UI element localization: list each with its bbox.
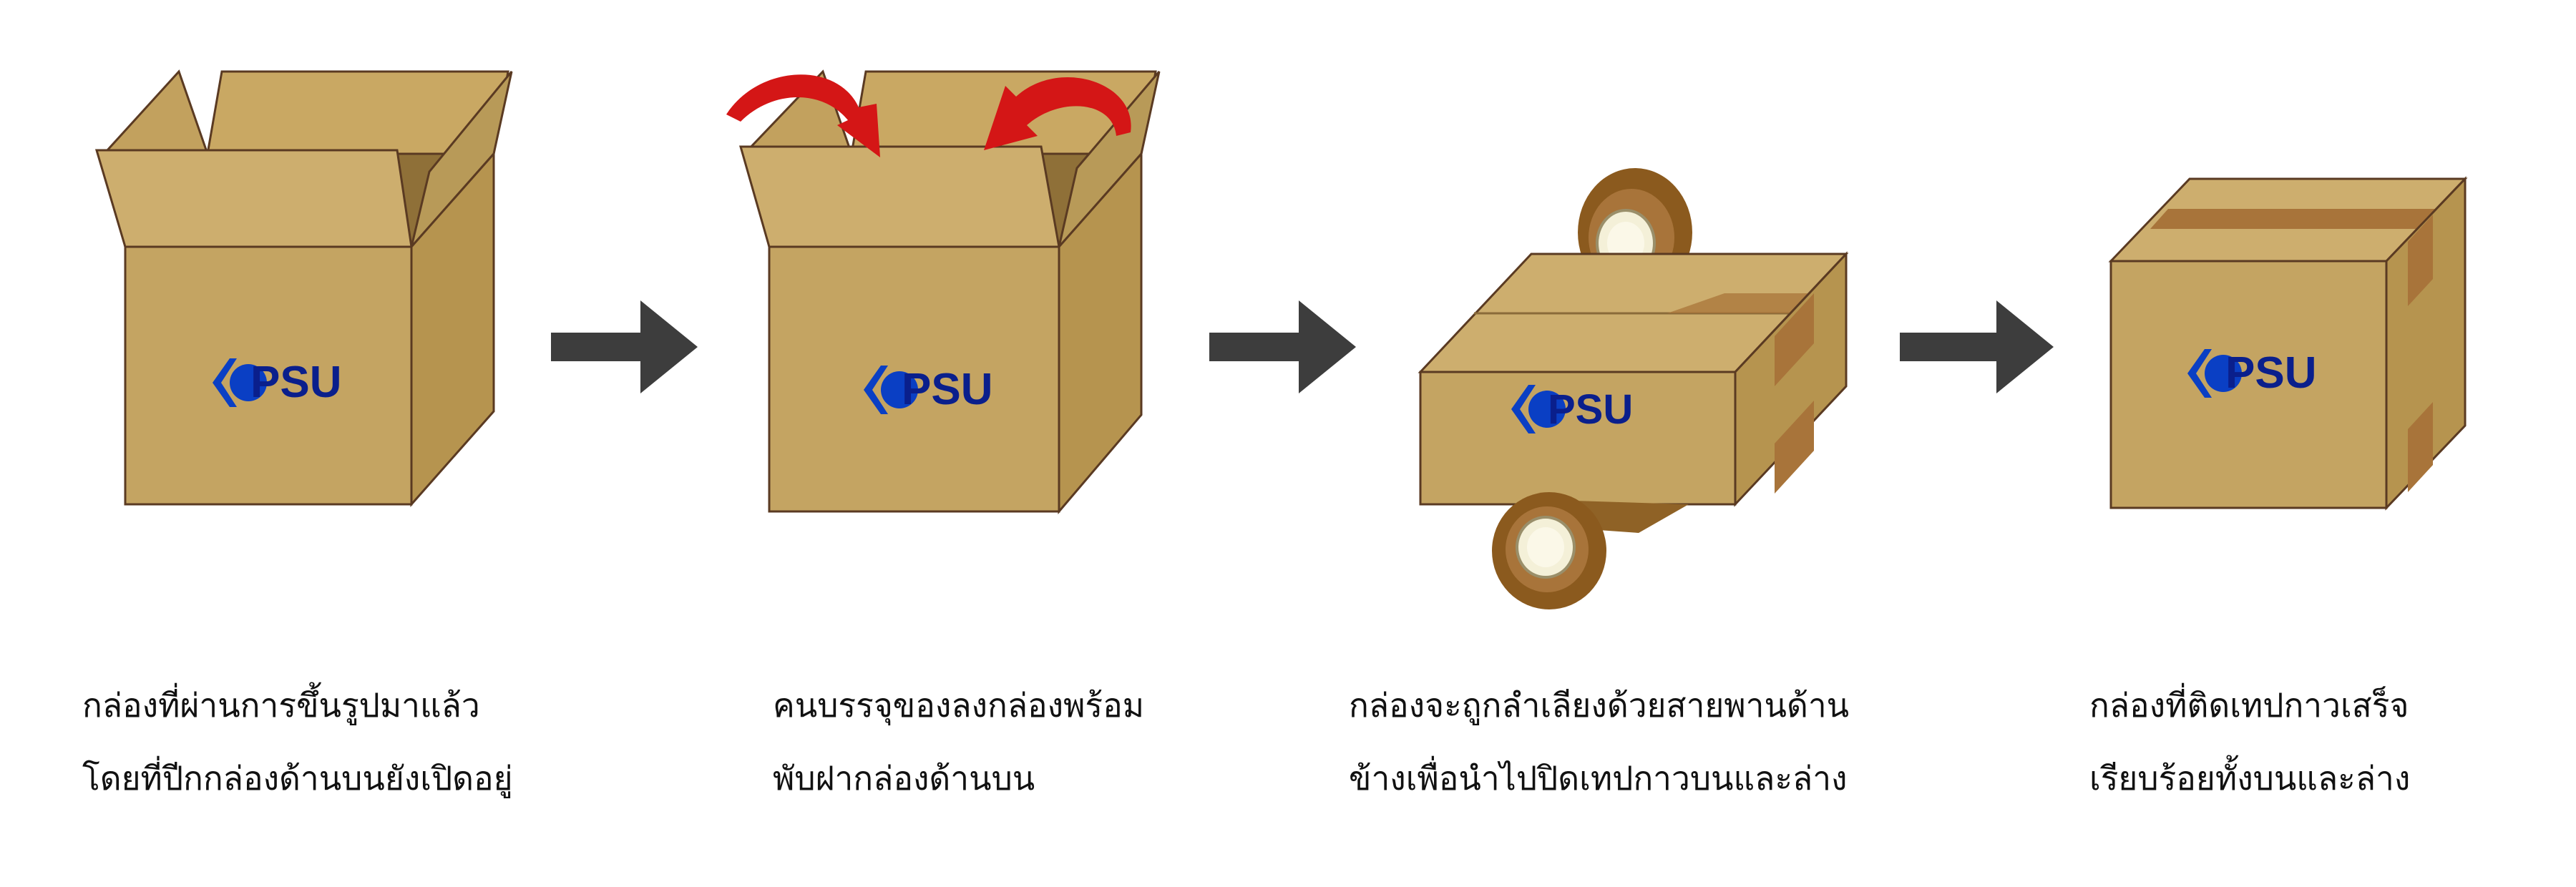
open-box-icon: PSU (94, 69, 513, 507)
next-arrow-icon (551, 300, 698, 393)
caption-line: เรียบร้อยทั้งบนและล่าง (2089, 759, 2411, 798)
fold-right-arrow-icon (984, 77, 1131, 150)
caption-line: กล่องที่ติดเทปกาวเสร็จ (2089, 686, 2409, 725)
taping-box-icon: PSU (1418, 168, 1849, 609)
fold-left-arrow-icon (726, 74, 880, 157)
caption-line: โดยที่ปีกกล่องด้านบนยังเปิดอยู่ (82, 759, 513, 798)
svg-text:PSU: PSU (250, 358, 341, 407)
folding-box-icon: PSU (726, 69, 1161, 515)
next-arrow-icon (1209, 300, 1356, 393)
tape-roll-icon (1492, 492, 1689, 609)
psu-logo: PSU (213, 358, 341, 407)
psu-logo: PSU (864, 365, 992, 414)
psu-logo: PSU (2187, 348, 2316, 398)
step-caption: กล่องที่ติดเทปกาวเสร็จ เรียบร้อยทั้งบนแล… (2089, 669, 2410, 815)
caption-line: กล่องที่ผ่านการขึ้นรูปมาแล้ว (82, 686, 480, 725)
psu-logo: PSU (1511, 385, 1633, 433)
svg-text:PSU: PSU (902, 365, 992, 414)
svg-text:PSU: PSU (1548, 386, 1633, 433)
step-caption: กล่องจะถูกลำเลียงด้วยสายพานด้าน ข้างเพื่… (1349, 669, 1849, 815)
caption-line: กล่องจะถูกลำเลียงด้วยสายพานด้าน (1349, 686, 1850, 725)
caption-line: พับฝากล่องด้านบน (773, 759, 1035, 798)
step-caption: กล่องที่ผ่านการขึ้นรูปมาแล้ว โดยที่ปีกกล… (82, 669, 513, 815)
caption-line: คนบรรจุของลงกล่องพร้อม (773, 686, 1145, 725)
next-arrow-icon (1900, 300, 2054, 393)
step-caption: คนบรรจุของลงกล่องพร้อม พับฝากล่องด้านบน (773, 669, 1144, 815)
caption-line: ข้างเพื่อนำไปปิดเทปกาวบนและล่าง (1349, 759, 1848, 798)
sealed-box-icon: PSU (2108, 176, 2468, 511)
svg-text:PSU: PSU (2225, 348, 2316, 398)
